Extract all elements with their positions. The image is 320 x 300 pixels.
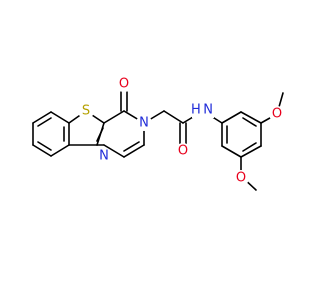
bond <box>32 111 52 124</box>
bond <box>37 141 52 151</box>
bond <box>103 110 125 124</box>
atom-label-methoxy-oxygen-bottom: O <box>236 171 246 186</box>
molecule-structure-diagram: S O N N O H N O O <box>32 76 285 191</box>
bond <box>123 144 145 158</box>
atom-label-ring-nitrogen-3: N <box>139 116 149 131</box>
atom-label-sulfur: S <box>82 104 90 119</box>
atom-label-ring-nitrogen-1: N <box>99 149 109 164</box>
bond <box>240 145 262 158</box>
bond <box>103 144 125 158</box>
bond <box>221 111 242 124</box>
bond <box>242 117 257 127</box>
bond <box>221 145 242 158</box>
bond <box>32 144 52 157</box>
bond <box>240 111 262 124</box>
atom-labels: S O N N O H N O O <box>78 76 285 186</box>
bond <box>50 144 70 157</box>
atom-label-methoxy-oxygen-top: O <box>272 107 282 122</box>
bond <box>163 110 184 124</box>
bond <box>242 142 257 152</box>
bond <box>123 141 140 152</box>
atom-label-amide-oxygen: O <box>178 144 188 159</box>
bond <box>50 111 70 124</box>
bond <box>96 127 104 142</box>
atom-label-ketone-oxygen: O <box>119 77 129 92</box>
bond <box>37 117 52 127</box>
atom-label-amide-nh: H N <box>191 103 213 118</box>
